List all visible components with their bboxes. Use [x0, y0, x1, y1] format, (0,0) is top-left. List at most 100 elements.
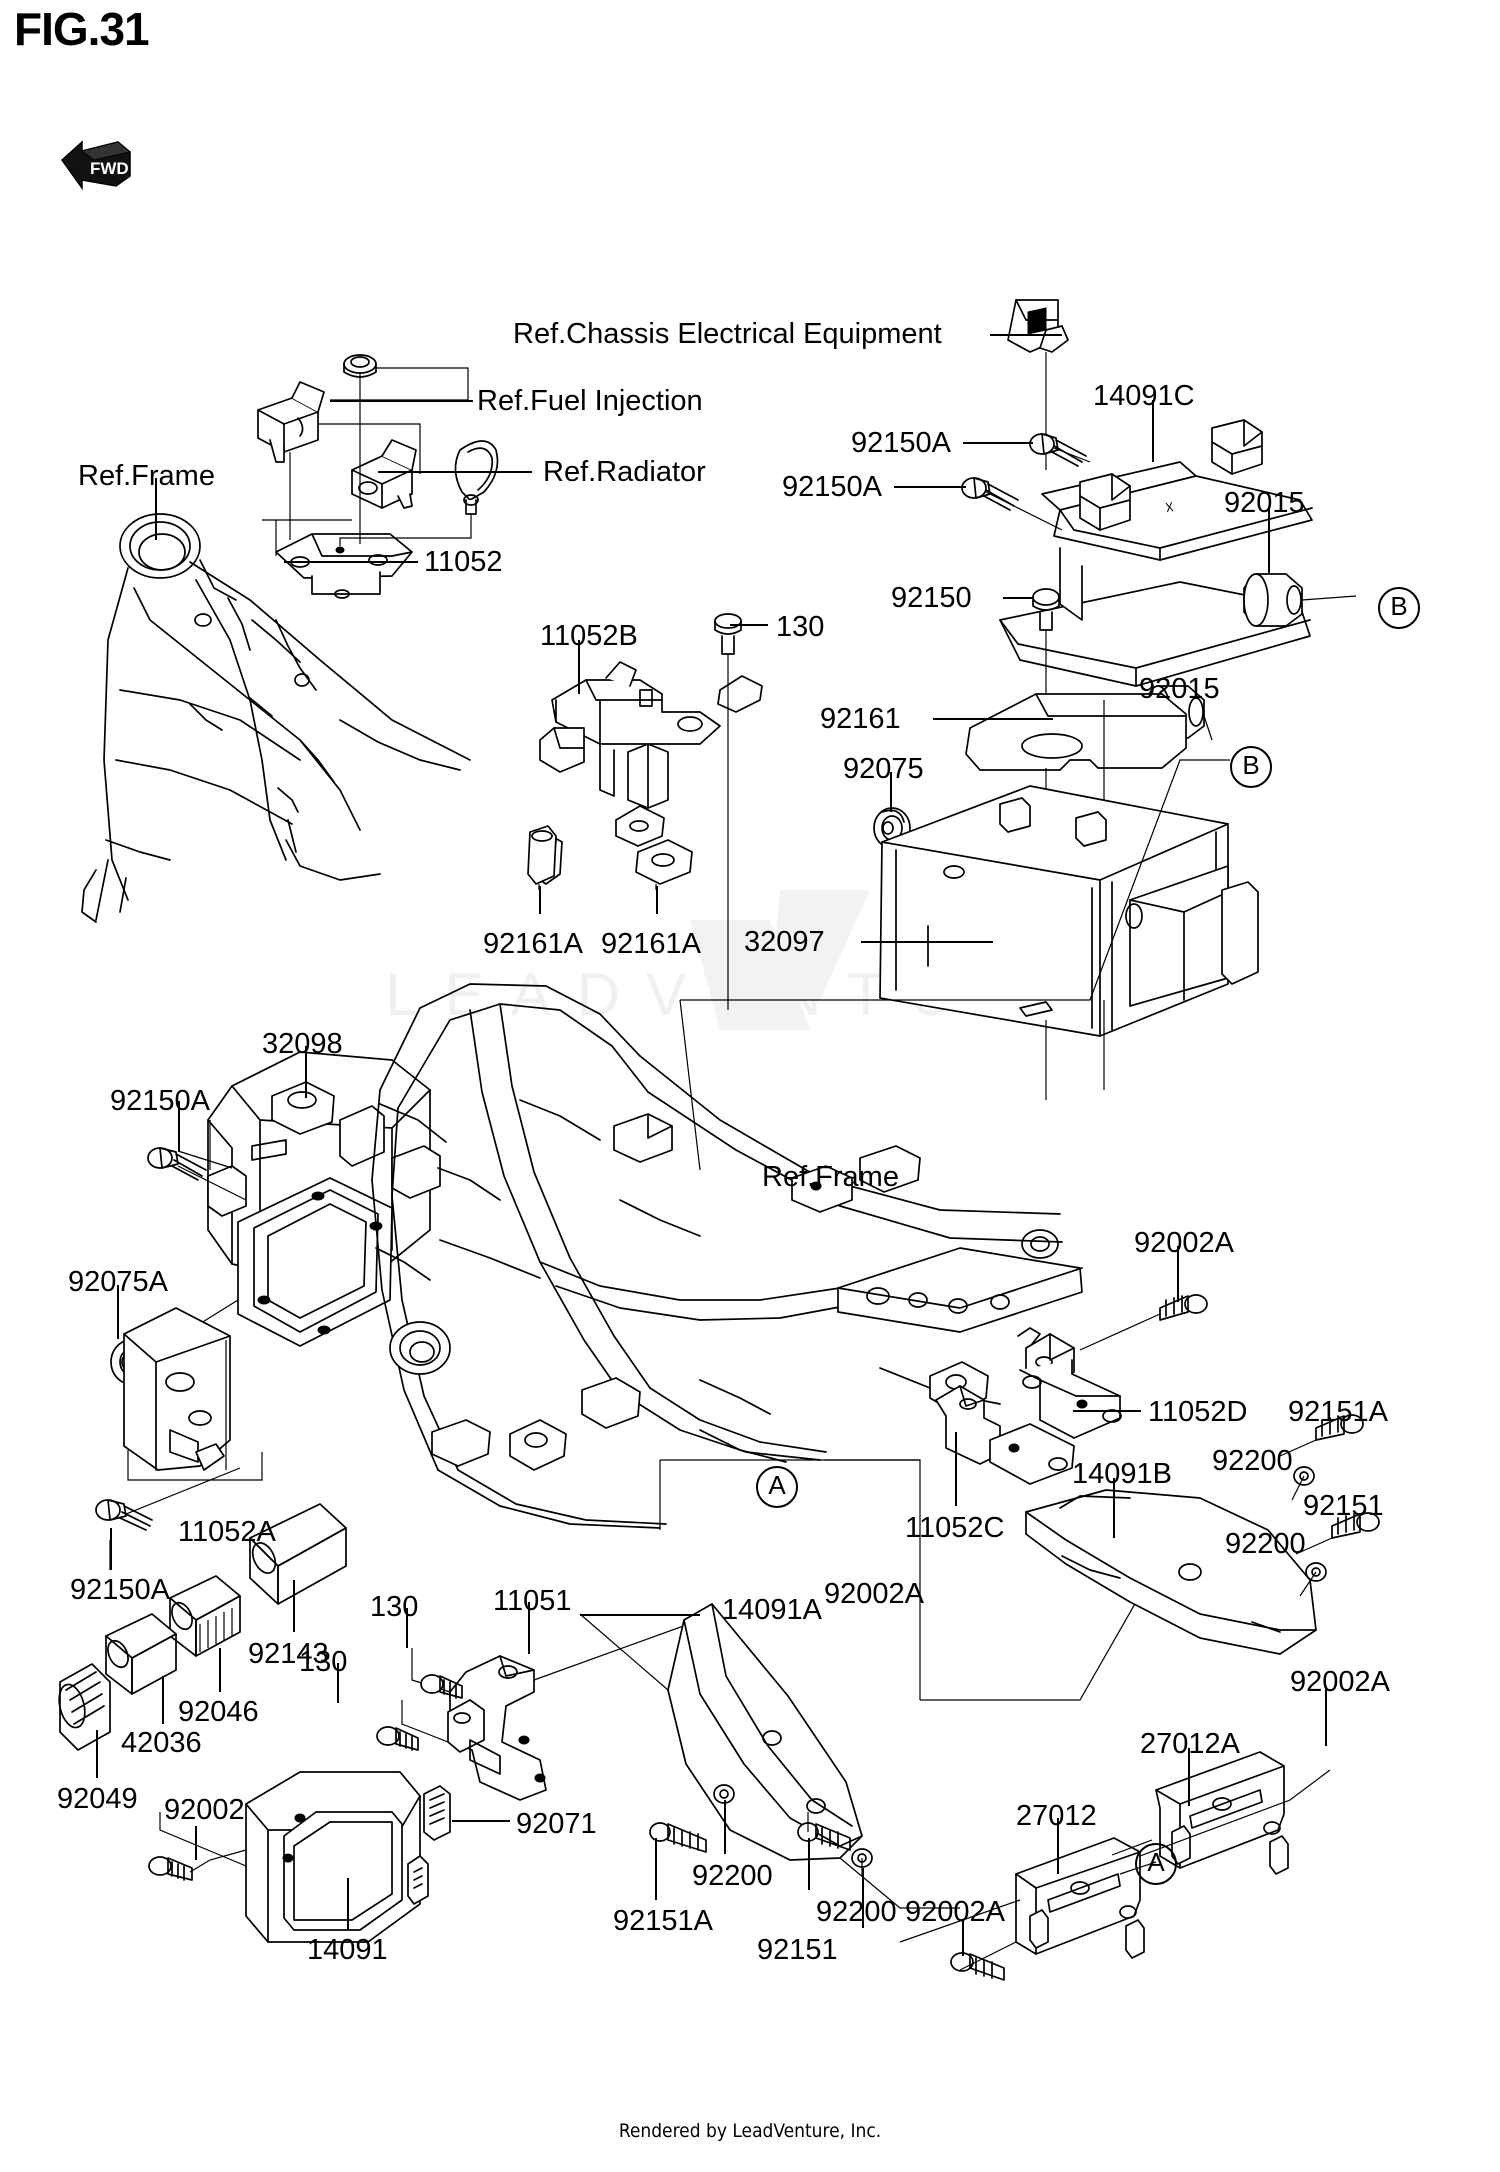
callout-92151a-bottom: 92151A: [613, 1905, 713, 1937]
leader-14091a: [580, 1614, 700, 1616]
battery-box-32097-illustration: [679, 759, 1259, 1171]
screws-130-lower-illustration: [376, 1674, 463, 1751]
callout-92200-bottom-1: 92200: [692, 1860, 773, 1892]
callout-11052d: 11052D: [1148, 1396, 1248, 1428]
leader-27012a: [1188, 1748, 1190, 1806]
damper-92071-illustration: [423, 1785, 451, 1841]
callout-11052b: 11052B: [540, 620, 638, 652]
leader-11052d: [1073, 1410, 1141, 1412]
leader-92046: [219, 1648, 221, 1692]
leader-92200-bottom-1: [724, 1800, 726, 1854]
leader-92200-bottom-2: [808, 1838, 810, 1890]
callout-11052: 11052: [424, 546, 503, 578]
ref-radiator-label: Ref.Radiator: [543, 456, 706, 488]
callout-92002a-bottom: 92002A: [905, 1896, 1005, 1928]
leader-92150a-3: [178, 1101, 180, 1151]
callout-130-b: 130: [299, 1646, 348, 1678]
callout-11052a: 11052A: [178, 1516, 276, 1548]
leader-14091: [347, 1878, 349, 1930]
bracket-11051-illustration: [401, 1619, 701, 1801]
leader-radiator: [378, 471, 532, 473]
callout-92143: 92143: [248, 1638, 329, 1670]
callout-27012: 27012: [1016, 1800, 1097, 1832]
callout-92075: 92075: [843, 753, 924, 785]
callout-27012a: 27012A: [1140, 1728, 1240, 1760]
svg-text:☓: ☓: [1164, 498, 1176, 518]
callout-92046: 92046: [178, 1696, 259, 1728]
bushings-92015-illustration: [1145, 573, 1357, 741]
leader-92002a-1: [1177, 1246, 1179, 1302]
callout-92151-bottom: 92151: [757, 1934, 838, 1966]
leader-92075: [890, 772, 892, 812]
leader-92002a-bottom: [962, 1920, 964, 1956]
callout-92002a-2: 92002A: [824, 1578, 924, 1610]
callout-14091b: 14091B: [1072, 1458, 1172, 1490]
leader-92161a-2: [656, 886, 658, 914]
ref-frame-center-label: Ref.Frame: [762, 1161, 899, 1193]
bolts-92150a-top-illustration: [961, 433, 1091, 531]
leader-92143: [293, 1580, 295, 1632]
leader-92161: [933, 718, 1053, 720]
fwd-arrow-icon: FWD: [60, 136, 136, 194]
leader-92075a: [117, 1285, 119, 1339]
callout-92200-bottom-2: 92200: [816, 1896, 897, 1928]
callout-92200-right-1: 92200: [1212, 1445, 1293, 1477]
ref-chassis-electrical-label: Ref.Chassis Electrical Equipment: [513, 318, 942, 350]
ref-fuel-injection-label: Ref.Fuel Injection: [477, 385, 703, 417]
callout-92002a-3: 92002A: [1290, 1666, 1390, 1698]
section-marker-a-bottom: A: [1135, 1843, 1177, 1885]
leader-92002a-3: [1325, 1686, 1327, 1746]
brackets-92161a-illustration: [527, 825, 693, 890]
leader-fuel-injection: [330, 400, 473, 402]
grommet-92075a-illustration: [110, 1299, 239, 1385]
leader-92151-bottom: [862, 1868, 864, 1928]
cover-14091c-illustration: ☓: [999, 419, 1313, 687]
leader-92151a-bottom: [655, 1838, 657, 1900]
callout-92150a-2: 92150A: [782, 471, 882, 503]
leader-32098: [305, 1046, 307, 1098]
callout-92161a-1: 92161A: [483, 928, 583, 960]
callout-130-top: 130: [776, 611, 825, 643]
leader-130-top: [730, 624, 768, 626]
watermark-text: LEADVENTURE: [385, 961, 1115, 1028]
callout-11051: 11051: [493, 1585, 572, 1617]
callout-92150a-1: 92150A: [851, 427, 951, 459]
bolt-92002-illustration: [148, 1856, 193, 1881]
callout-92200-right-2: 92200: [1225, 1528, 1306, 1560]
leader-11051: [528, 1602, 530, 1654]
callout-14091c: 14091C: [1093, 380, 1195, 412]
leader-ref-frame-left: [155, 478, 157, 540]
bands-27012-illustration: [899, 1751, 1331, 1971]
leader-92002: [195, 1826, 197, 1860]
callout-130-a: 130: [370, 1591, 419, 1623]
leader-32097: [861, 941, 993, 943]
callout-14091a: 14091A: [722, 1594, 822, 1626]
callout-32098: 32098: [262, 1028, 343, 1060]
leader-92161a-1: [539, 886, 541, 914]
section-marker-a-center: A: [756, 1466, 798, 1508]
leader-92150a-4: [110, 1528, 112, 1570]
svg-text:FWD: FWD: [90, 159, 129, 178]
page-title: FIG.31: [14, 3, 150, 55]
leader-92049: [96, 1730, 98, 1778]
callout-92015-right: 92015: [1224, 487, 1305, 519]
callout-92150a-4: 92150A: [70, 1574, 170, 1606]
leader-92015-right: [1268, 507, 1270, 573]
callout-92071: 92071: [516, 1808, 597, 1840]
plate-92161-illustration: [965, 588, 1187, 1020]
section-marker-b-right: B: [1378, 587, 1420, 629]
frame-center-illustration: [371, 983, 1083, 1529]
leader-130-b: [337, 1663, 339, 1703]
leader-11052: [284, 561, 418, 563]
air-cleaner-32098-illustration: [177, 1051, 441, 1347]
callout-92161a-2: 92161A: [601, 928, 701, 960]
callout-92049: 92049: [57, 1783, 138, 1815]
ref-frame-left-label: Ref.Frame: [78, 460, 215, 492]
bracket-11052b-illustration: [533, 661, 763, 885]
grommet-92075-illustration: [873, 807, 911, 849]
frame-upper-left-illustration: [81, 513, 471, 923]
watermark-logo-icon: [690, 890, 870, 1030]
callout-14091: 14091: [307, 1934, 388, 1966]
leader-130-a: [406, 1608, 408, 1648]
